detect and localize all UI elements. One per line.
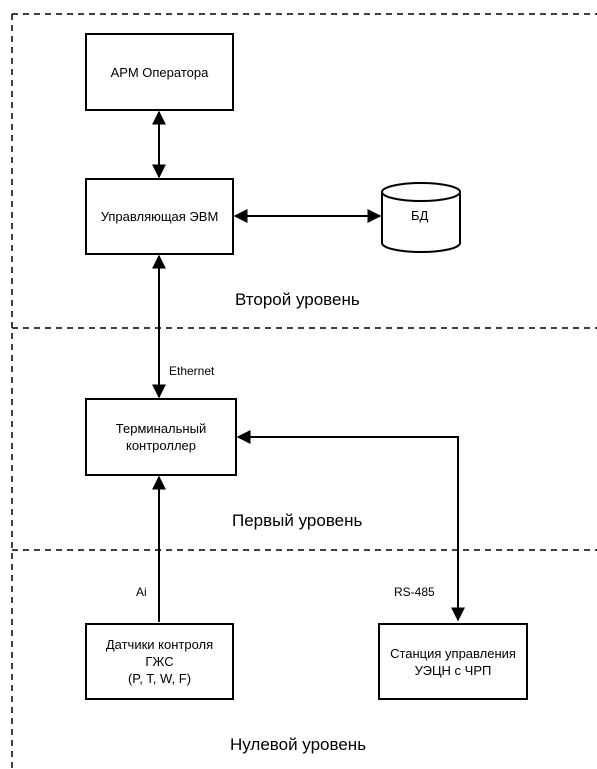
database-icon	[381, 182, 461, 253]
rs485-label: RS-485	[394, 585, 435, 599]
arm-operator-box: АРМ Оператора	[85, 33, 234, 111]
first-level-label: Первый уровень	[232, 511, 363, 530]
database-label: БД	[411, 208, 429, 223]
sensors-label: Датчики контроля ГЖС (P, T, W, F)	[105, 637, 214, 686]
second-level-label: Второй уровень	[235, 290, 360, 309]
terminal-controller-label: Терминальный контроллер	[115, 421, 207, 453]
control-computer-label: Управляющая ЭВМ	[100, 209, 219, 224]
arrow-controller-station-rs485	[236, 430, 465, 622]
zero-level-label: Нулевой уровень	[230, 735, 367, 754]
terminal-controller-box: Терминальный контроллер	[85, 398, 237, 476]
arm-operator-label: АРМ Оператора	[110, 64, 209, 80]
ai-label: Ai	[136, 585, 147, 599]
ethernet-label: Ethernet	[169, 364, 215, 378]
control-computer-box: Управляющая ЭВМ	[85, 178, 234, 255]
control-station-label: Станция управления УЭЦН с ЧРП	[390, 645, 516, 678]
sensors-box: Датчики контроля ГЖС (P, T, W, F)	[85, 623, 234, 700]
control-station-box: Станция управления УЭЦН с ЧРП	[378, 623, 528, 700]
